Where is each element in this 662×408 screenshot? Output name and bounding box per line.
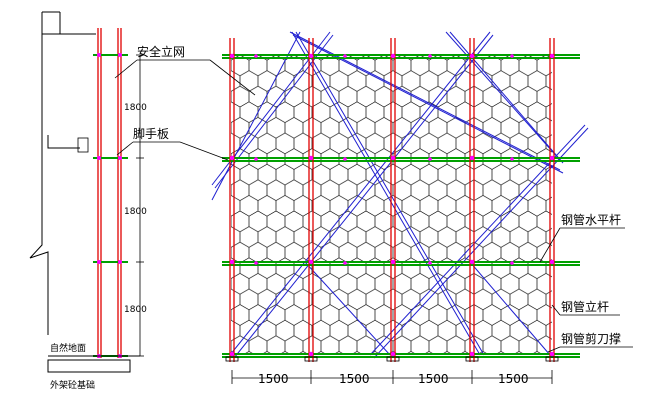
front-elevation-view: 1500 1500 1500 1500 bbox=[211, 31, 589, 386]
brace bbox=[373, 127, 589, 359]
horizontal-bars bbox=[222, 54, 580, 358]
base-plates bbox=[225, 356, 559, 362]
wall-outline bbox=[29, 12, 49, 335]
scaffold-board-leader-diag bbox=[179, 141, 229, 161]
brace bbox=[449, 31, 564, 164]
safety-net-leader-left bbox=[114, 59, 138, 79]
horizontal-bar-label: 钢管水平杆 bbox=[561, 212, 621, 227]
foundation-block bbox=[47, 359, 131, 373]
brace bbox=[304, 261, 391, 356]
vertical-pole-leader-diag bbox=[551, 304, 561, 316]
brace bbox=[445, 31, 561, 161]
vertical-poles bbox=[229, 38, 555, 362]
brace bbox=[211, 31, 301, 201]
side-section-view: 1800 1800 1800 自然地面 外架砼基础 bbox=[29, 11, 147, 391]
safety-net-leader-diag bbox=[209, 59, 256, 96]
horizontal-bar-leader-diag bbox=[539, 227, 561, 263]
brace bbox=[291, 31, 481, 356]
horizontal-dimension-3: 1500 bbox=[418, 372, 449, 386]
diagonal-brace-label: 钢管剪刀撑 bbox=[561, 331, 621, 346]
brace bbox=[233, 34, 494, 359]
brace bbox=[229, 31, 491, 356]
horizontal-dimension-2: 1500 bbox=[339, 372, 370, 386]
vertical-pole-label: 钢管立杆 bbox=[561, 299, 609, 314]
horizontal-dimension-ticks bbox=[231, 370, 553, 384]
vertical-dimension-3: 1800 bbox=[124, 305, 147, 315]
clamps bbox=[229, 53, 555, 357]
brace bbox=[469, 261, 551, 356]
foundation-label: 外架砼基础 bbox=[50, 379, 95, 391]
horizontal-dimension-1: 1500 bbox=[258, 372, 289, 386]
vertical-dimension-2: 1800 bbox=[124, 207, 147, 217]
vertical-dimension-1: 1800 bbox=[124, 103, 147, 113]
wall-tie bbox=[47, 135, 80, 149]
brace bbox=[295, 31, 485, 356]
callouts: 安全立网 脚手板 钢管水平杆 钢管立杆 钢管剪刀撑 bbox=[114, 44, 633, 353]
scaffold-board-label: 脚手板 bbox=[133, 126, 169, 141]
diagonal-brace-leader-diag bbox=[547, 346, 561, 353]
brace bbox=[369, 124, 586, 356]
horizontal-dimension-4: 1500 bbox=[498, 372, 529, 386]
wall-tie-plate bbox=[77, 137, 89, 153]
safety-net-label: 安全立网 bbox=[137, 44, 185, 59]
scaffold-board-leader-left bbox=[116, 141, 134, 156]
natural-ground-label: 自然地面 bbox=[50, 342, 86, 354]
